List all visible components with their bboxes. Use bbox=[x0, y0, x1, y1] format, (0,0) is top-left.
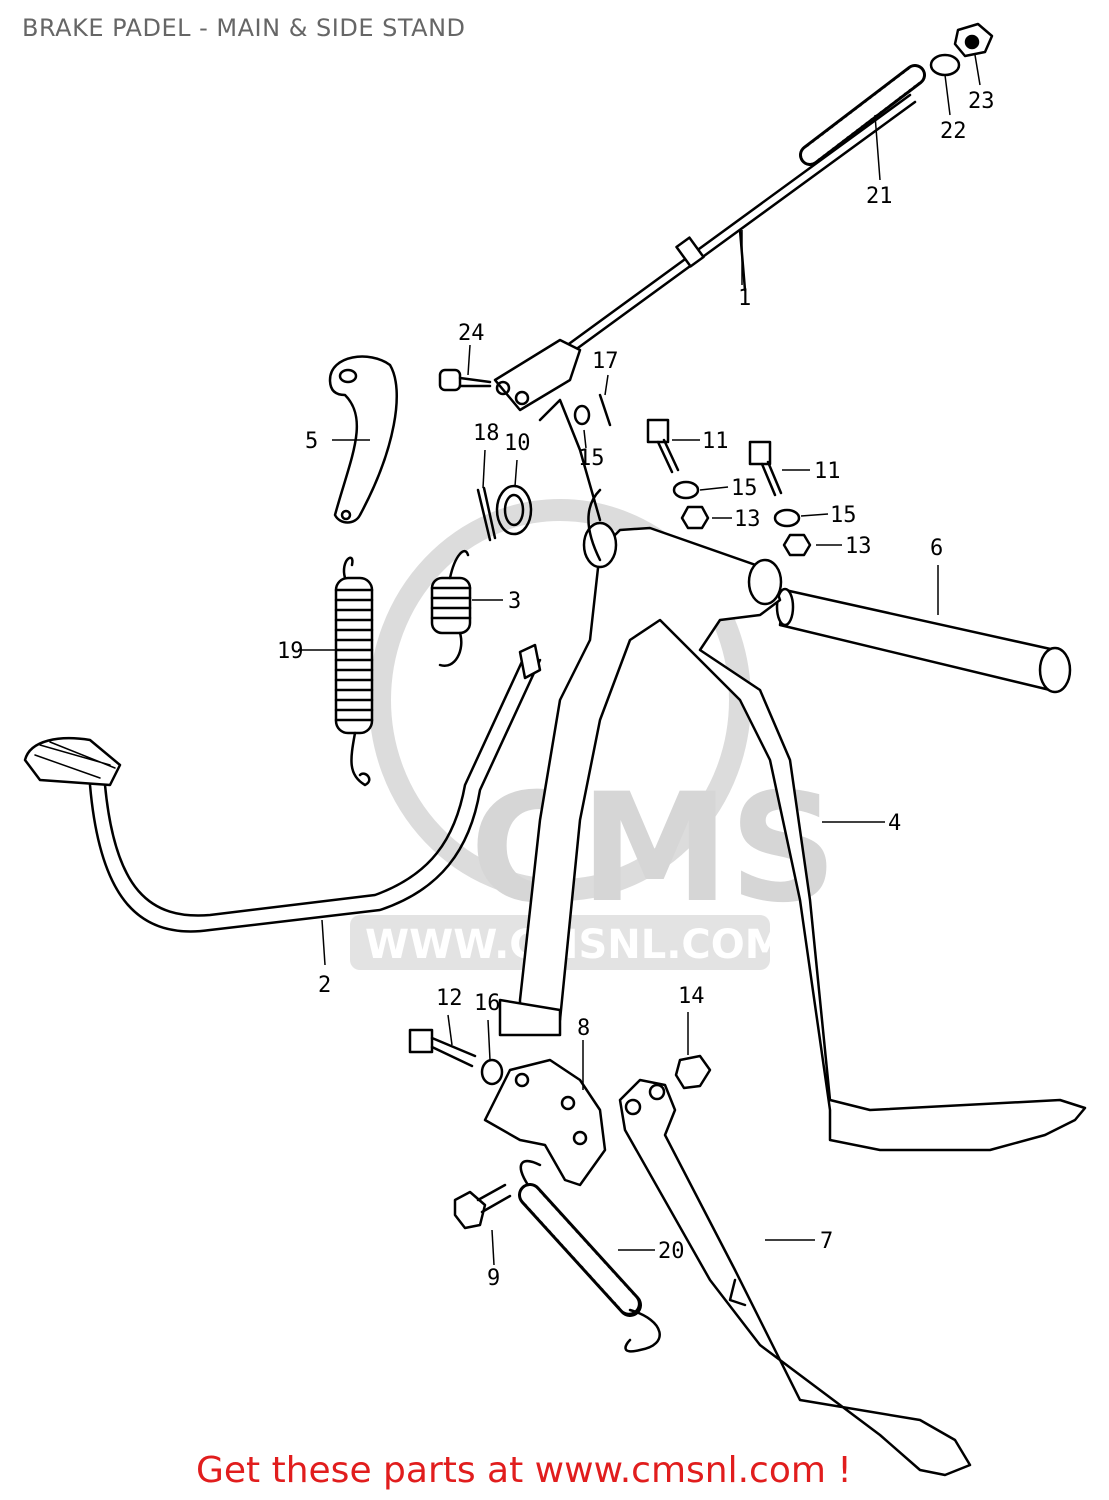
part-19-spring bbox=[334, 556, 374, 787]
callout-13b: 13 bbox=[845, 534, 872, 559]
callout-12: 12 bbox=[436, 986, 463, 1011]
callout-22: 22 bbox=[940, 119, 967, 144]
callout-20: 20 bbox=[658, 1239, 685, 1264]
callout-7: 7 bbox=[820, 1229, 833, 1254]
callout-8: 8 bbox=[577, 1016, 590, 1041]
callout-23: 23 bbox=[968, 89, 995, 114]
callout-24: 24 bbox=[458, 321, 485, 346]
part-14-nut bbox=[674, 1054, 712, 1090]
callout-13a: 13 bbox=[734, 507, 761, 532]
callout-2: 2 bbox=[318, 973, 331, 998]
callout-5: 5 bbox=[305, 429, 318, 454]
part-4-main-stand bbox=[498, 398, 1087, 1152]
callout-10: 10 bbox=[504, 431, 531, 456]
part-13-nut-b bbox=[782, 533, 812, 557]
part-23-nut bbox=[953, 22, 994, 58]
callouts: 1 2 3 4 5 6 7 8 9 10 11 11 12 13 13 14 1… bbox=[277, 89, 995, 1291]
callout-21: 21 bbox=[866, 184, 893, 209]
part-22-joint bbox=[929, 53, 961, 77]
part-16-washer bbox=[480, 1058, 504, 1086]
brake-arm bbox=[493, 338, 582, 412]
part-20-spring bbox=[518, 1159, 661, 1353]
callout-15c: 15 bbox=[830, 503, 857, 528]
part-3-spring bbox=[430, 549, 472, 667]
callout-19: 19 bbox=[277, 639, 304, 664]
part-11-bolt-a bbox=[646, 418, 680, 474]
callout-1: 1 bbox=[738, 286, 751, 311]
part-12-bolt bbox=[408, 1028, 477, 1068]
callout-18: 18 bbox=[473, 421, 500, 446]
part-9-bolt bbox=[453, 1183, 512, 1230]
callout-16: 16 bbox=[474, 991, 501, 1016]
callout-3: 3 bbox=[508, 589, 521, 614]
callout-4: 4 bbox=[888, 811, 901, 836]
part-10-washer bbox=[495, 484, 533, 536]
part-7-side-stand bbox=[618, 1078, 972, 1477]
callout-11b: 11 bbox=[814, 459, 841, 484]
callout-14: 14 bbox=[678, 984, 705, 1009]
part-21-spring bbox=[799, 64, 926, 166]
callout-15a: 15 bbox=[578, 446, 605, 471]
callout-15b: 15 bbox=[731, 476, 758, 501]
callout-9: 9 bbox=[487, 1266, 500, 1291]
callout-11a: 11 bbox=[702, 429, 729, 454]
part-17-pin bbox=[598, 393, 612, 427]
part-11-bolt-b bbox=[748, 440, 783, 497]
callout-6: 6 bbox=[930, 536, 943, 561]
page-title: BRAKE PADEL - MAIN & SIDE STAND bbox=[22, 14, 466, 42]
watermark-url: WWW.CMSNL.COM bbox=[365, 922, 785, 968]
leader-lines bbox=[298, 54, 981, 1266]
part-2-brake-pedal bbox=[23, 643, 542, 933]
part-24-pin bbox=[438, 368, 492, 392]
part-1-brake-rod bbox=[538, 93, 917, 374]
part-15-washer-a bbox=[672, 480, 700, 500]
part-15-washer-top bbox=[573, 404, 591, 426]
part-18-cotter-pin bbox=[476, 486, 497, 542]
part-8-bracket bbox=[483, 1058, 607, 1187]
callout-17: 17 bbox=[592, 349, 619, 374]
part-15-washer-b bbox=[773, 508, 801, 528]
footer-link[interactable]: Get these parts at www.cmsnl.com ! bbox=[196, 1450, 852, 1491]
part-13-nut-a bbox=[680, 505, 710, 530]
part-6-shaft bbox=[775, 587, 1072, 694]
